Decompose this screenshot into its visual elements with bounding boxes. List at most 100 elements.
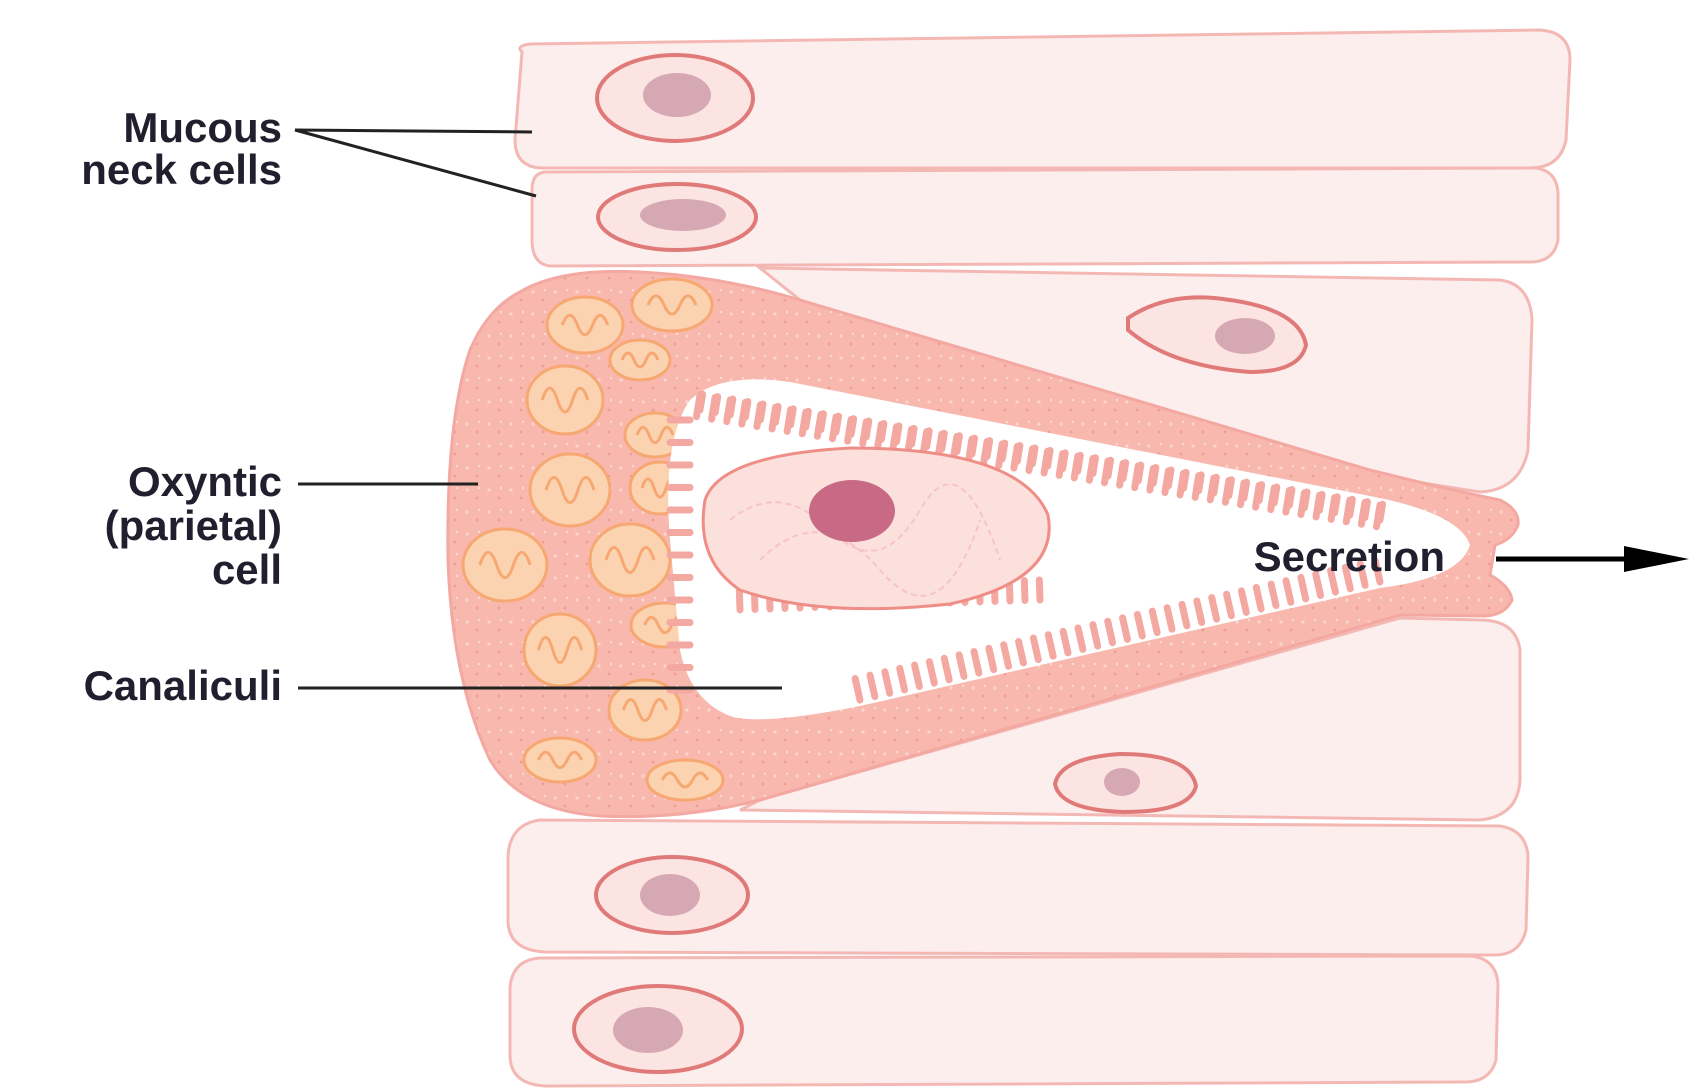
microvillus [1032,448,1035,464]
microvillus [1199,475,1202,491]
microvillus [959,655,964,676]
microvillus [745,402,748,418]
microvillus [1048,635,1053,656]
mucous-nucleus-icon [643,73,711,117]
microvillus [1271,584,1276,605]
microvillus [1002,443,1005,459]
microvillus [1197,601,1202,622]
microvillus [1123,463,1126,479]
mucous-neck-cell-2 [532,168,1558,266]
microvillus [1184,472,1187,488]
microvillus [730,399,733,415]
label-canaliculi: Canaliculi [84,662,282,709]
nucleus-icon [640,874,700,916]
secretion-arrow-icon [1496,546,1689,572]
microvillus [1320,494,1323,510]
mitochondrion-icon [463,529,547,601]
microvillus [1229,480,1232,496]
microvillus [1167,608,1172,629]
microvillus [1182,604,1187,625]
mitochondrion-icon [524,738,596,782]
microvillus [806,411,809,427]
nucleus-icon [613,1007,683,1053]
microvillus [1063,453,1066,469]
microvillus [915,665,920,686]
microvillus [1256,588,1261,609]
microvillus [1274,487,1277,503]
microvillus [944,658,949,679]
parietal-nucleus [703,448,1049,609]
microvillus [1048,450,1051,466]
microvillus [942,433,945,449]
microvillus [1301,577,1306,598]
microvillus [1227,594,1232,615]
microvillus [1039,580,1040,600]
microvillus [896,426,899,442]
mitochondrion-icon [610,340,670,380]
microvillus [1078,628,1083,649]
mucous-nucleus-icon [640,199,726,231]
microvillus [855,679,860,700]
label-oxyntic-line2: (parietal) [105,502,282,549]
microvillus [1289,490,1292,506]
microvillus [1350,499,1353,515]
mucous-leader-2 [295,130,536,196]
microvillus [1093,625,1098,646]
microvillus [972,438,975,454]
microvillus [1063,631,1068,652]
label-mucous-line1: Mucous [123,104,282,151]
microvillus [1108,621,1113,642]
microvillus [1093,458,1096,474]
microvillus [836,416,839,432]
microvillus [974,652,979,673]
microvillus [989,648,994,669]
microvillus [1137,614,1142,635]
microvillus [700,394,703,410]
bottom-cell-1 [508,820,1528,955]
microvillus [1380,504,1383,520]
mitochondrion-icon [530,454,610,526]
microvillus [821,414,824,430]
mitochondrion-icon [547,297,623,353]
nucleus-icon [1215,318,1275,354]
microvillus [1138,465,1141,481]
microvillus [1335,497,1338,513]
microvillus [739,590,740,610]
microvillus [881,424,884,440]
microvillus [1365,502,1368,518]
microvillus [1033,638,1038,659]
microvillus [1108,460,1111,476]
mucous-neck-cell-1 [515,30,1570,168]
microvillus [927,431,930,447]
microvillus [715,397,718,413]
microvillus [1017,446,1020,462]
mitochondrion-icon [527,366,603,434]
microvillus [1024,581,1025,601]
microvillus [1168,470,1171,486]
microvillus [866,421,869,437]
mucous-leader-1 [295,130,532,132]
microvillus [912,428,915,444]
microvillus [1304,492,1307,508]
label-secretion: Secretion [1254,533,1445,580]
nucleolus-icon [809,480,895,542]
mitochondrion-icon [632,279,712,331]
microvillus [851,419,854,435]
microvillus [1212,598,1217,619]
label-mucous-line2: neck cells [81,146,282,193]
microvillus [1019,641,1024,662]
mitochondrion-icon [590,524,670,596]
microvillus [791,409,794,425]
microvillus [1259,485,1262,501]
label-oxyntic-line1: Oxyntic [128,458,282,505]
microvillus [760,404,763,420]
microvillus [1244,482,1247,498]
microvillus [1152,611,1157,632]
microvillus [1214,477,1217,493]
microvillus [900,668,905,689]
microvillus [1123,618,1128,639]
mitochondrion-icon [647,760,723,800]
microvillus [929,662,934,683]
nucleus-icon [1104,768,1140,796]
